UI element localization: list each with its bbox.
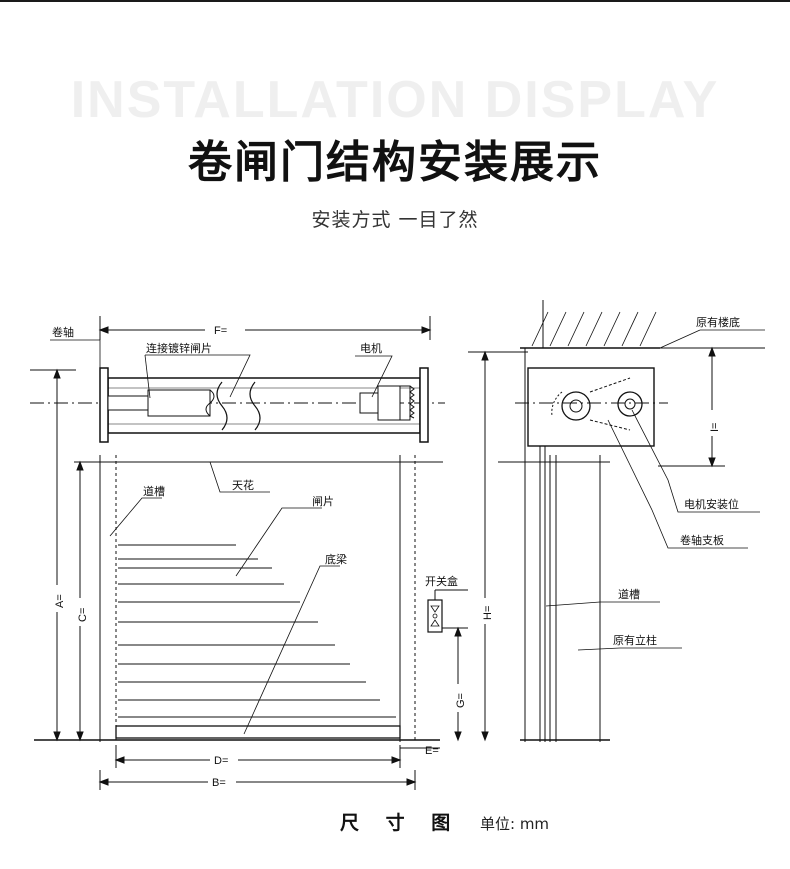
label-galvanized-slats: 连接镀锌闸片 <box>146 341 212 355</box>
background-watermark: INSTALLATION DISPLAY <box>70 71 720 129</box>
label-original-column: 原有立柱 <box>613 633 657 647</box>
dim-label-i: I= <box>709 423 721 432</box>
label-original-floor: 原有楼底 <box>696 315 740 329</box>
label-reel-bracket: 卷轴支板 <box>680 533 724 547</box>
label-slat: 闸片 <box>312 495 334 508</box>
dim-label-e: E= <box>425 745 439 757</box>
page-subtitle: 安装方式 一目了然 <box>311 209 479 231</box>
label-motor-mount: 电机安装位 <box>684 497 739 511</box>
label-motor: 电机 <box>360 341 382 355</box>
label-guide-rail-right: 道槽 <box>618 587 640 601</box>
top-border-line <box>0 0 790 2</box>
label-reel-axis: 卷轴 <box>52 325 74 339</box>
label-switch-box: 开关盒 <box>425 574 458 588</box>
dim-label-a: A= <box>54 594 66 608</box>
dim-label-f: F= <box>214 325 227 337</box>
front-view: F= <box>30 316 468 790</box>
side-view: H= I= <box>468 300 765 742</box>
dim-label-h: H= <box>482 606 494 620</box>
label-bottom-beam: 底梁 <box>325 552 347 566</box>
dim-label-g: G= <box>455 693 467 708</box>
label-guide-rail-left: 道槽 <box>143 484 165 498</box>
dim-label-b: B= <box>212 777 226 789</box>
dim-label-d: D= <box>214 755 228 767</box>
label-ceiling: 天花 <box>232 479 254 492</box>
unit-label: 单位: mm <box>480 815 550 833</box>
diagram-caption: 尺 寸 图 <box>340 812 461 834</box>
page-title: 卷闸门结构安装展示 <box>188 137 602 188</box>
dim-label-c: C= <box>77 608 89 622</box>
